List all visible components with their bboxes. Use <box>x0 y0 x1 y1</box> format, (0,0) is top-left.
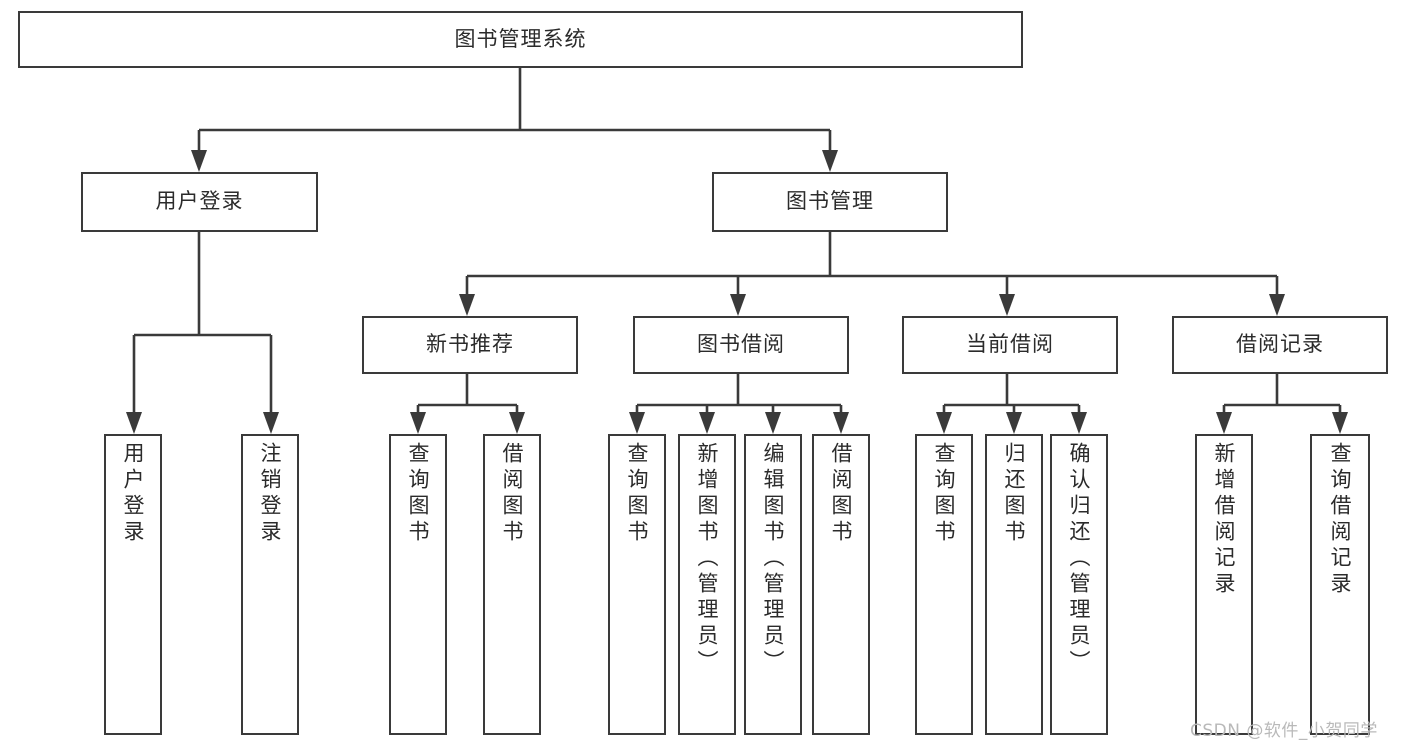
node-label: 查询图书 <box>406 442 431 546</box>
node-label: 图书管理系统 <box>454 26 587 51</box>
node-label: 当前借阅 <box>966 332 1054 357</box>
node-label: 借阅图书 <box>500 442 525 546</box>
csdn-watermark: CSDN @软件_小贺同学 <box>1190 721 1378 741</box>
node-leaf-leaf-borrow-book-2[interactable]: 借阅图书 <box>812 434 870 735</box>
node-level1-user-login[interactable]: 用户登录 <box>81 172 318 232</box>
node-leaf-leaf-logout-login[interactable]: 注销登录 <box>241 434 299 735</box>
node-leaf-leaf-query-book-3[interactable]: 查询图书 <box>915 434 973 735</box>
node-leaf-leaf-return-book[interactable]: 归还图书 <box>985 434 1043 735</box>
arrow-new-book-recommend <box>459 294 475 316</box>
node-leaf-leaf-borrow-book-1[interactable]: 借阅图书 <box>483 434 541 735</box>
node-level2-current-borrow[interactable]: 当前借阅 <box>902 316 1118 374</box>
arrow-leaf-query-book-2 <box>629 412 645 434</box>
arrow-leaf-borrow-book-1 <box>509 412 525 434</box>
node-leaf-leaf-add-borrow-record[interactable]: 新增借阅记录 <box>1195 434 1253 735</box>
arrow-leaf-borrow-book-2 <box>833 412 849 434</box>
arrow-book-borrow <box>730 294 746 316</box>
arrow-leaf-add-book <box>699 412 715 434</box>
node-leaf-leaf-query-book-2[interactable]: 查询图书 <box>608 434 666 735</box>
node-label: 新书推荐 <box>426 332 514 357</box>
arrow-leaf-add-record <box>1216 412 1232 434</box>
arrow-leaf-query-record <box>1332 412 1348 434</box>
node-label: 注销登录 <box>258 442 283 546</box>
node-label: 图书借阅 <box>697 332 785 357</box>
node-leaf-leaf-user-login[interactable]: 用户登录 <box>104 434 162 735</box>
arrow-leaf-confirm-return <box>1071 412 1087 434</box>
node-label: 查询图书 <box>932 442 957 546</box>
arrow-leaf-query-book-3 <box>936 412 952 434</box>
node-level2-borrow-record[interactable]: 借阅记录 <box>1172 316 1388 374</box>
node-root-root[interactable]: 图书管理系统 <box>18 11 1023 68</box>
arrow-user-login <box>191 150 207 172</box>
arrow-leaf-return-book <box>1006 412 1022 434</box>
node-label: 用户登录 <box>121 442 146 546</box>
arrow-leaf-logout-login <box>263 412 279 434</box>
node-label: 编辑图书（管理员） <box>761 442 786 676</box>
arrow-book-management <box>822 150 838 172</box>
node-level2-new-book-recommend[interactable]: 新书推荐 <box>362 316 578 374</box>
node-leaf-leaf-edit-book-admin[interactable]: 编辑图书（管理员） <box>744 434 802 735</box>
arrow-leaf-user-login <box>126 412 142 434</box>
node-label: 新增图书（管理员） <box>695 442 720 676</box>
node-label: 查询借阅记录 <box>1328 442 1353 598</box>
node-level1-book-management[interactable]: 图书管理 <box>712 172 948 232</box>
node-label: 用户登录 <box>155 189 244 214</box>
node-leaf-leaf-query-book-1[interactable]: 查询图书 <box>389 434 447 735</box>
node-label: 借阅图书 <box>829 442 854 546</box>
node-label: 查询图书 <box>625 442 650 546</box>
node-label: 新增借阅记录 <box>1212 442 1237 598</box>
arrow-leaf-query-book-1 <box>410 412 426 434</box>
node-leaf-leaf-add-book-admin[interactable]: 新增图书（管理员） <box>678 434 736 735</box>
arrow-current-borrow <box>999 294 1015 316</box>
node-level2-book-borrow[interactable]: 图书借阅 <box>633 316 849 374</box>
node-label: 归还图书 <box>1002 442 1027 546</box>
arrow-borrow-record <box>1269 294 1285 316</box>
node-label: 借阅记录 <box>1236 332 1324 357</box>
arrow-leaf-edit-book <box>765 412 781 434</box>
node-label: 图书管理 <box>786 189 874 214</box>
node-leaf-leaf-confirm-return-admin[interactable]: 确认归还（管理员） <box>1050 434 1108 735</box>
node-leaf-leaf-query-borrow-record[interactable]: 查询借阅记录 <box>1310 434 1370 735</box>
arrowheads <box>126 150 1348 434</box>
node-label: 确认归还（管理员） <box>1067 442 1092 676</box>
